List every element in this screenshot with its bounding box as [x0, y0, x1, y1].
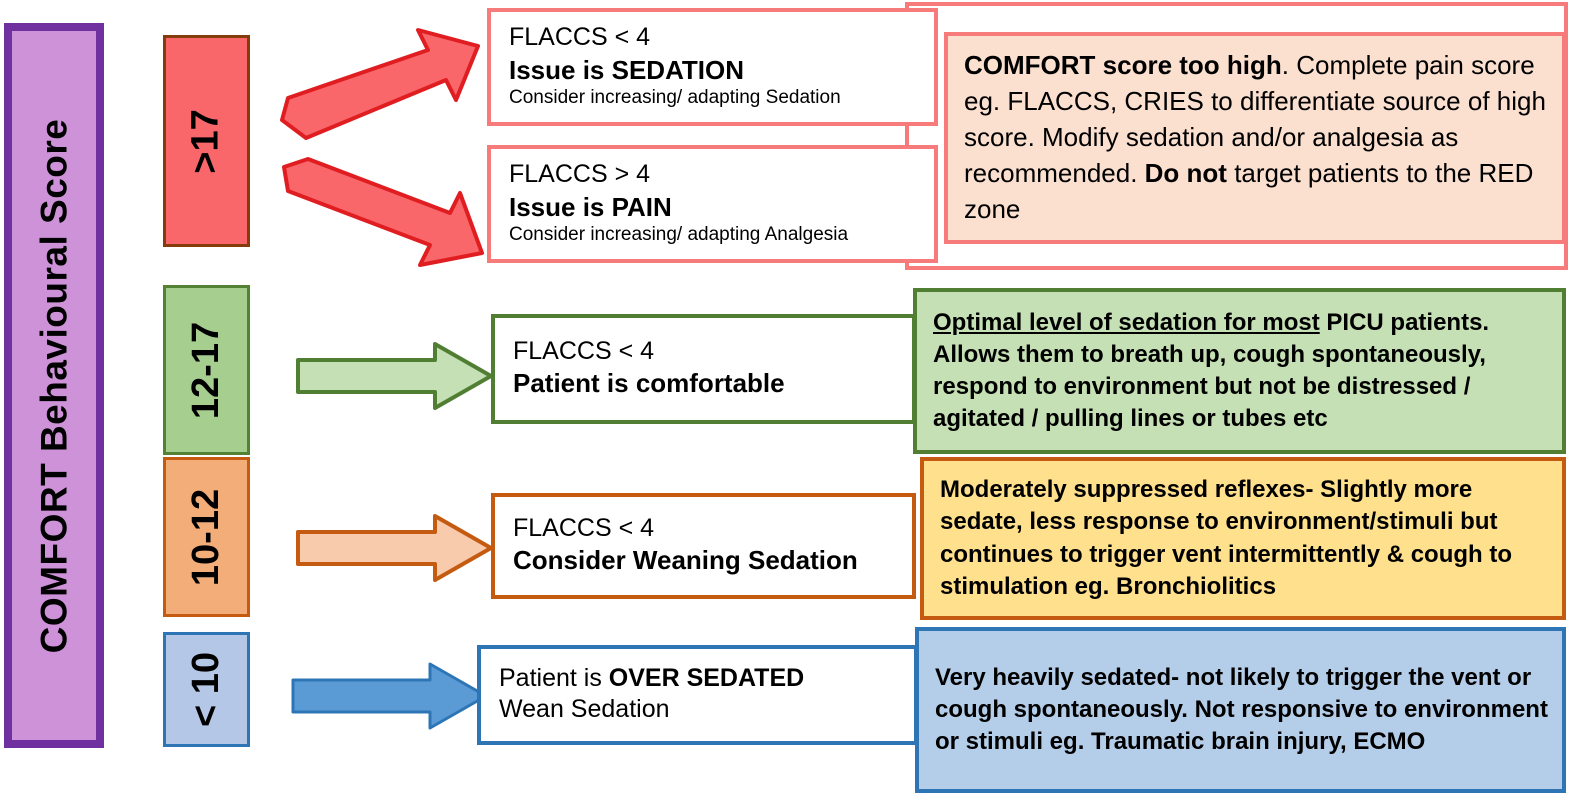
description-text-green: Optimal level of sedation for most PICU … [933, 307, 1548, 436]
arrow-orange-right-icon [296, 514, 493, 582]
arrow-red-up-icon [280, 28, 480, 140]
description-panel-green: Optimal level of sedation for most PICU … [913, 288, 1566, 454]
description-text-orange: Moderately suppressed reflexes- Slightly… [940, 476, 1513, 600]
outcome-box-weaning: FLACCS < 4 Consider Weaning Sedation [491, 493, 916, 599]
description-panel-red: COMFORT score too high. Complete pain sc… [944, 32, 1566, 244]
outcome-flaccs-sedation: FLACCS < 4 [509, 23, 651, 52]
score-label-above-17: >17 [185, 108, 227, 174]
outcome-action-wean: Wean Sedation [499, 695, 670, 723]
outcome-issue-pain: Issue is PAIN [509, 191, 672, 222]
outcome-flaccs-weaning: FLACCS < 4 [513, 514, 655, 543]
outcome-status-comfortable: Patient is comfortable [513, 368, 785, 399]
description-panel-orange: Moderately suppressed reflexes- Slightly… [920, 457, 1566, 620]
outcome-box-pain: FLACCS > 4 Issue is PAIN Consider increa… [487, 145, 938, 263]
arrow-red-down-icon [282, 157, 484, 267]
outcome-flaccs-pain: FLACCS > 4 [509, 160, 651, 189]
outcome-over-sedated-prefix: Patient is [499, 663, 609, 692]
arrow-green-right-icon [296, 342, 493, 410]
score-label-below-10: < 10 [185, 651, 227, 728]
description-green-lead: Optimal level of sedation for most [933, 308, 1320, 336]
description-green-body: PICU patients. Allows them to breath up,… [933, 308, 1490, 433]
outcome-status-over-sedated: Patient is OVER SEDATED [499, 663, 900, 694]
description-red-donot: Do not [1144, 157, 1227, 188]
outcome-box-sedation: FLACCS < 4 Issue is SEDATION Consider in… [487, 8, 938, 126]
arrow-blue-right-icon [291, 662, 488, 730]
outcome-flaccs-comfortable: FLACCS < 4 [513, 337, 655, 366]
score-box-above-17: >17 [163, 35, 250, 247]
outcome-box-comfortable: FLACCS < 4 Patient is comfortable [491, 314, 916, 424]
comfort-score-title-bar: COMFORT Behavioural Score [4, 23, 104, 748]
outcome-over-sedated-emphasis: OVER SEDATED [608, 663, 805, 692]
description-text-red: COMFORT score too high. Complete pain sc… [964, 48, 1548, 227]
outcome-advice-pain: Consider increasing/ adapting Analgesia [509, 224, 849, 245]
outcome-box-over-sedated: Patient is OVER SEDATED Wean Sedation [477, 645, 918, 745]
outcome-issue-sedation: Issue is SEDATION [509, 54, 745, 85]
score-label-12-17: 12-17 [185, 321, 228, 419]
description-panel-blue: Very heavily sedated- not likely to trig… [915, 627, 1566, 793]
score-label-10-12: 10-12 [185, 488, 228, 586]
outcome-advice-sedation: Consider increasing/ adapting Sedation [509, 87, 841, 108]
outcome-status-weaning: Consider Weaning Sedation [513, 545, 858, 576]
score-box-12-17: 12-17 [163, 285, 250, 455]
score-box-10-12: 10-12 [163, 457, 250, 617]
score-box-below-10: < 10 [163, 632, 250, 747]
comfort-score-title-text: COMFORT Behavioural Score [33, 118, 74, 653]
description-red-tail: target patients to the RED zone [964, 157, 1534, 224]
description-red-lead: COMFORT score too high [964, 50, 1282, 81]
red-zone-outer-frame [905, 2, 1568, 270]
description-text-blue: Very heavily sedated- not likely to trig… [935, 663, 1548, 756]
description-red-body: . Complete pain score eg. FLACCS, CRIES … [964, 50, 1546, 188]
